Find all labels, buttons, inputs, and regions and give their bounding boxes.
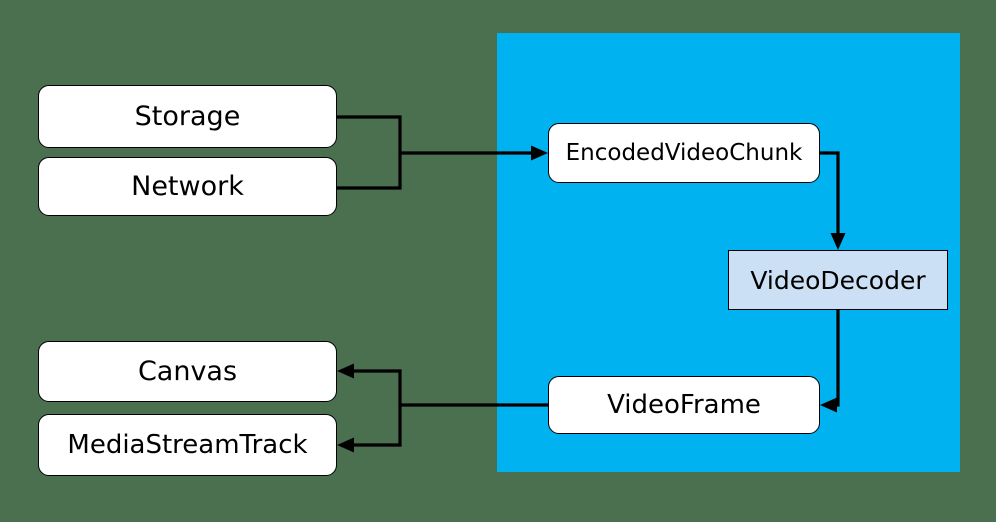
node-canvas-label: Canvas [137, 356, 238, 387]
node-mediastreamtrack-label: MediaStreamTrack [67, 430, 308, 460]
node-encodedvideochunk-label: EncodedVideoChunk [565, 139, 803, 166]
node-encodedvideochunk[interactable]: EncodedVideoChunk [548, 123, 820, 183]
edge-network-to-encodedvideochunk [337, 153, 402, 190]
node-network[interactable]: Network [38, 157, 337, 216]
node-canvas[interactable]: Canvas [38, 341, 337, 402]
node-storage-label: Storage [134, 101, 241, 132]
node-videodecoder[interactable]: VideoDecoder [728, 250, 948, 310]
node-videoframe[interactable]: VideoFrame [548, 376, 820, 434]
arrowhead-into-canvas [337, 363, 354, 379]
node-network-label: Network [131, 171, 244, 202]
arrowhead-into-mediastreamtrack [337, 437, 354, 453]
node-videoframe-label: VideoFrame [607, 390, 761, 420]
node-storage[interactable]: Storage [38, 85, 337, 148]
edge-videoframe-to-mediastreamtrack [352, 405, 402, 447]
node-mediastreamtrack[interactable]: MediaStreamTrack [38, 414, 337, 476]
node-videodecoder-label: VideoDecoder [750, 265, 926, 295]
